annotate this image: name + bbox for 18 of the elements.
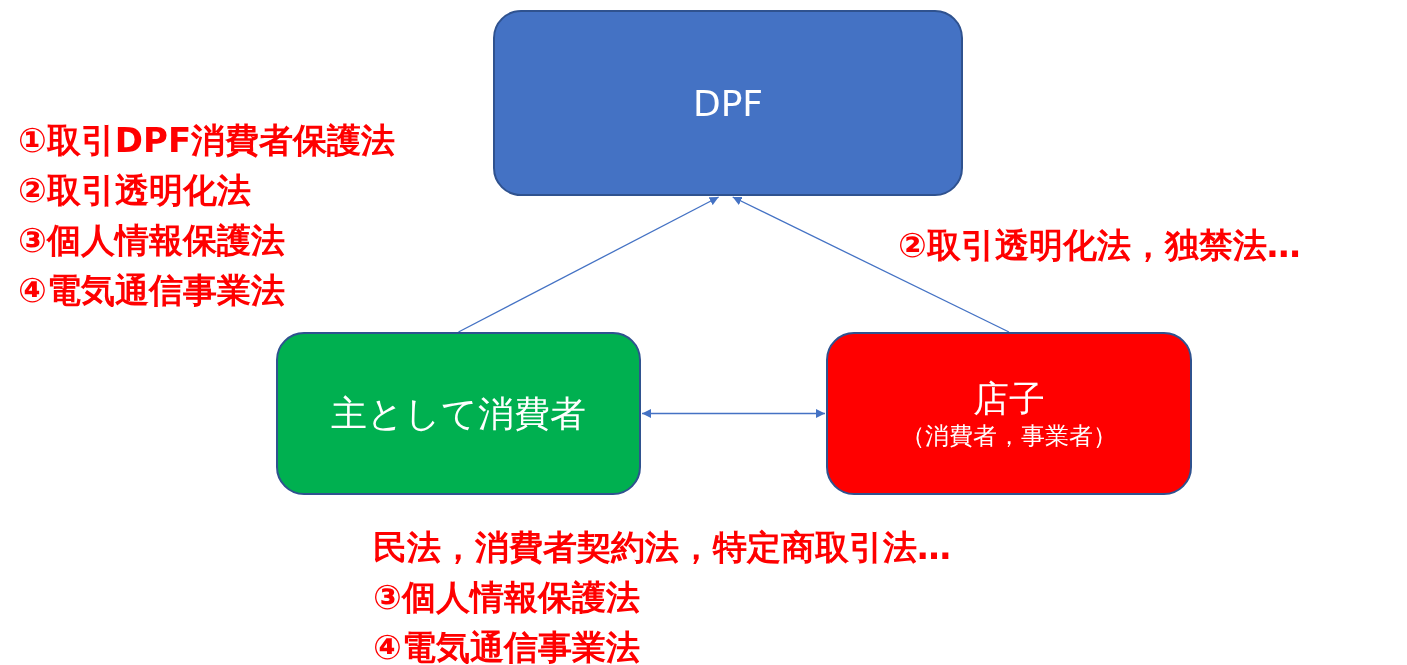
law-note: ③個人情報保護法 [18, 220, 285, 260]
box-label: DPF [692, 81, 764, 126]
rounded-box [276, 332, 641, 495]
arrow [732, 196, 1010, 333]
law-note: ②取引透明化法 [18, 170, 251, 210]
arrow [641, 409, 826, 418]
law-note: ④電気通信事業法 [373, 627, 640, 665]
law-note: ①取引DPF消費者保護法 [18, 120, 396, 160]
law-note: ②取引透明化法，独禁法… [898, 225, 1301, 265]
box-label: 店子 [973, 377, 1045, 421]
rounded-box [493, 10, 963, 196]
law-note: 民法，消費者契約法，特定商取引法… [373, 527, 951, 567]
box-label: 主として消費者 [331, 392, 586, 436]
law-note: ④電気通信事業法 [18, 270, 285, 310]
arrow [457, 196, 720, 333]
law-note: ③個人情報保護法 [373, 577, 640, 617]
rounded-box [826, 332, 1192, 495]
box-label: （消費者，事業者） [901, 421, 1117, 451]
